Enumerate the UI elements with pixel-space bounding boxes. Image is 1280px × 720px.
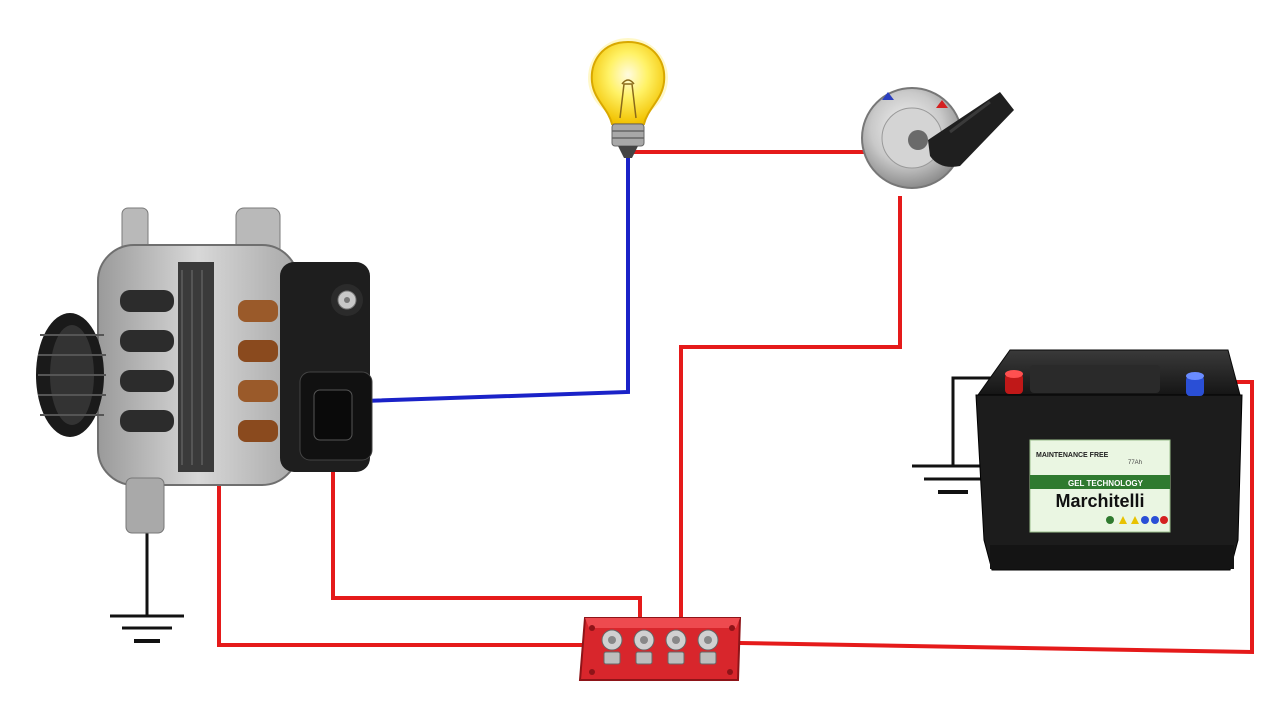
alternator-pulley [36,313,106,437]
battery-tech-text: GEL TECHNOLOGY [1068,479,1144,488]
car-battery-icon: MAINTENANCE FREE 77Ah GEL TECHNOLOGY Mar… [975,349,1243,571]
bus-bar-stud-3 [665,629,687,665]
wire-switch-to-bus [679,196,902,630]
bus-bar-stud-1 [601,629,623,665]
warning-lamp [588,38,668,158]
battery-positive-terminal [1186,372,1204,396]
wire-lamp-to-alternator [332,158,630,404]
battery-maintenance-text: MAINTENANCE FREE [1036,452,1109,459]
alternator [36,207,373,534]
terminal-bus-bar-icon [578,617,742,681]
bus-bar-stud-4 [697,629,719,665]
wire-alternator-plug-to-bus [331,407,642,630]
battery-brand: Marchitelli [1055,491,1144,511]
battery-capacity-text: 77Ah [1128,460,1142,466]
ground-symbol-icon [110,614,184,643]
alternator-windings [120,262,278,472]
ground-alternator [110,614,184,643]
battery: MAINTENANCE FREE 77Ah GEL TECHNOLOGY Mar… [975,349,1243,571]
battery-negative-terminal [1005,370,1023,394]
bus-bar [578,617,742,681]
battery-warning-icons [1106,516,1168,524]
ignition-key-switch-icon [861,87,1014,189]
ignition-switch [861,87,1014,189]
alternator-b-plus-terminal [331,284,363,316]
bus-bar-stud-2 [633,629,655,665]
light-bulb-icon [588,38,668,158]
